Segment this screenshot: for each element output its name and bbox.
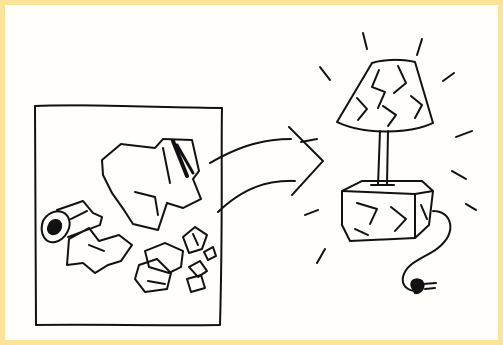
power-cord bbox=[401, 210, 452, 292]
torn-paper-scraps bbox=[40, 138, 217, 293]
lamp-base bbox=[341, 180, 434, 242]
lamp-stem bbox=[370, 130, 395, 186]
arrow-right-icon bbox=[209, 126, 324, 213]
sketch-canvas bbox=[34, 32, 477, 327]
glow-lines bbox=[300, 32, 477, 264]
lamp-shade bbox=[336, 58, 434, 133]
paper-sheet bbox=[34, 104, 223, 327]
plug-icon bbox=[410, 278, 437, 295]
